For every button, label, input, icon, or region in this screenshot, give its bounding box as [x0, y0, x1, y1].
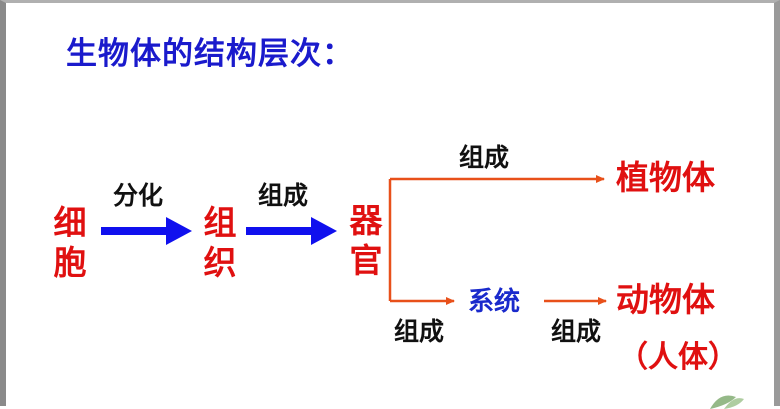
- node-plant: 植物体: [616, 158, 715, 197]
- node-human: （人体）: [618, 340, 738, 375]
- node-cell-char-1: 细: [53, 203, 87, 242]
- arrow-compose-1: [246, 217, 337, 245]
- label-differentiate: 分化: [113, 181, 164, 210]
- label-compose-animal: 组成: [551, 317, 602, 346]
- branch-lines: [388, 175, 607, 305]
- node-system: 系统: [468, 287, 521, 317]
- node-animal: 动物体: [616, 280, 715, 319]
- node-cell-char-2: 胞: [53, 243, 87, 283]
- label-compose-system: 组成: [394, 317, 445, 346]
- node-cell: 细 胞: [52, 203, 88, 284]
- slide-title: 生物体的结构层次：: [66, 36, 354, 72]
- node-organ-char-1: 器: [349, 201, 383, 240]
- diagram-arrows: [101, 175, 607, 305]
- node-tissue: 组 织: [202, 203, 238, 284]
- arrow-differentiate: [101, 217, 192, 245]
- label-compose-plant: 组成: [459, 143, 510, 172]
- leaf-decoration-icon: [710, 395, 744, 409]
- node-organ: 器 官: [348, 201, 384, 282]
- label-compose-tissue-organ: 组成: [258, 181, 309, 210]
- node-tissue-char-1: 组: [203, 203, 237, 242]
- node-tissue-char-2: 织: [203, 243, 237, 283]
- node-organ-char-2: 官: [349, 241, 383, 281]
